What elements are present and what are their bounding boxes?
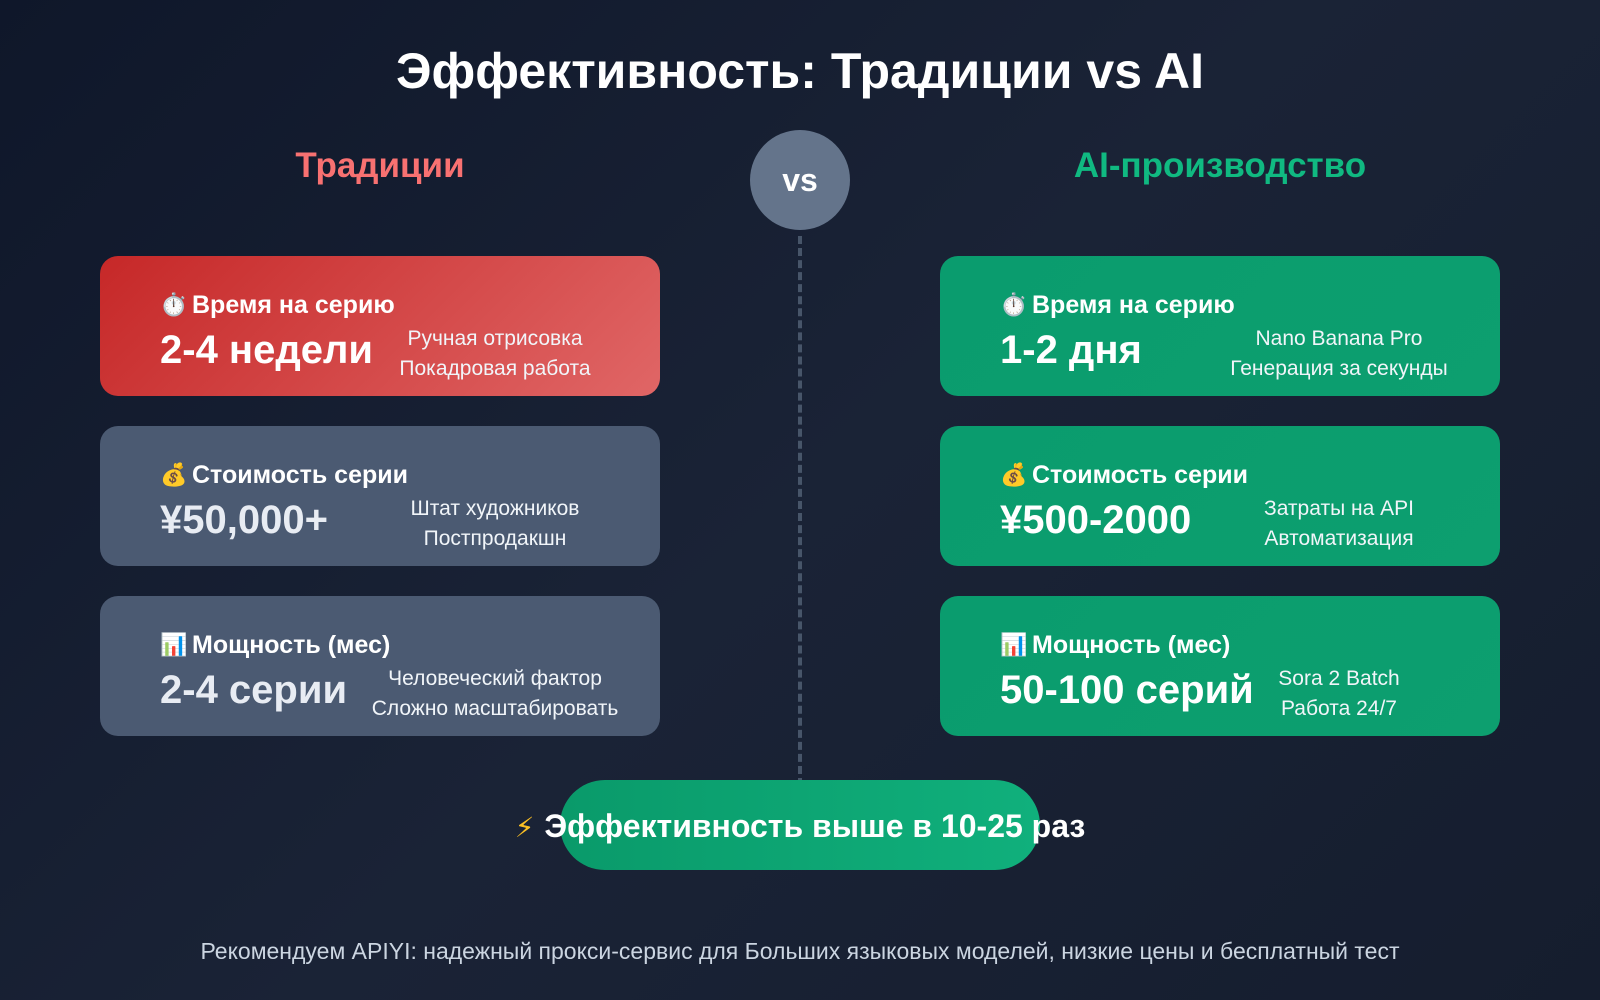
lightning-icon: ⚡ xyxy=(514,812,535,843)
center-dashed-divider xyxy=(798,236,802,786)
card-notes: Nano Banana Pro Генерация за секунды xyxy=(1204,324,1474,384)
card-value: ¥500-2000 xyxy=(1000,498,1192,542)
card-note: Работа 24/7 xyxy=(1280,697,1397,720)
card-notes: Ручная отрисовка Покадровая работа xyxy=(360,324,630,384)
summary-text: ⚡ Эффективность выше в 10-25 раз xyxy=(0,808,1600,845)
card-note: Штат художников xyxy=(410,497,580,520)
card-label: Время на серию xyxy=(192,290,395,319)
ai-cost-card: 💰 Стоимость серии ¥500-2000 Затраты на A… xyxy=(940,426,1500,566)
card-label: Время на серию xyxy=(1032,290,1235,319)
stopwatch-icon: ⏱️ xyxy=(1000,292,1028,317)
summary-pill xyxy=(560,780,1040,870)
traditional-column-heading: Традиции xyxy=(295,146,465,185)
money-bag-icon: 💰 xyxy=(160,462,188,487)
bar-chart-icon: 📊 xyxy=(160,632,188,657)
card-label: Стоимость серии xyxy=(1032,460,1248,489)
summary-label: Эффективность выше в 10-25 раз xyxy=(544,808,1086,844)
card-notes: Штат художников Постпродакшн xyxy=(360,494,630,554)
card-value: 1-2 дня xyxy=(1000,328,1142,372)
traditional-capacity-card: 📊 Мощность (мес) 2-4 серии Человеческий … xyxy=(100,596,660,736)
card-label: Мощность (мес) xyxy=(192,630,391,659)
traditional-time-card: ⏱️ Время на серию 2-4 недели Ручная отри… xyxy=(100,256,660,396)
footer-recommendation: Рекомендуем APIYI: надежный прокси-серви… xyxy=(200,938,1400,964)
card-note: Сложно масштабировать xyxy=(371,697,619,720)
traditional-cost-card: 💰 Стоимость серии ¥50,000+ Штат художник… xyxy=(100,426,660,566)
card-note: Покадровая работа xyxy=(399,357,591,380)
card-label: Стоимость серии xyxy=(192,460,408,489)
card-note: Человеческий фактор xyxy=(388,667,602,690)
money-bag-icon: 💰 xyxy=(1000,462,1028,487)
page-title: Эффективность: Традиции vs AI xyxy=(395,43,1205,99)
card-notes: Sora 2 Batch Работа 24/7 xyxy=(1204,664,1474,724)
card-label: Мощность (мес) xyxy=(1032,630,1231,659)
card-note: Затраты на API xyxy=(1264,497,1414,520)
card-note: Sora 2 Batch xyxy=(1278,667,1400,690)
card-note: Ручная отрисовка xyxy=(407,327,583,350)
card-notes: Затраты на API Автоматизация xyxy=(1204,494,1474,554)
bar-chart-icon: 📊 xyxy=(1000,632,1028,657)
stopwatch-icon: ⏱️ xyxy=(160,292,188,317)
card-note: Автоматизация xyxy=(1264,527,1414,550)
ai-column-heading: AI-производство xyxy=(1073,146,1367,185)
card-notes: Человеческий фактор Сложно масштабироват… xyxy=(360,664,630,724)
card-value: ¥50,000+ xyxy=(160,498,328,542)
vs-badge: vs xyxy=(750,130,850,230)
card-value: 50-100 серий xyxy=(1000,668,1254,712)
card-value: 2-4 серии xyxy=(160,668,348,712)
card-value: 2-4 недели xyxy=(160,328,373,372)
card-note: Nano Banana Pro xyxy=(1255,327,1423,350)
card-note: Постпродакшн xyxy=(423,527,567,550)
ai-time-card: ⏱️ Время на серию 1-2 дня Nano Banana Pr… xyxy=(940,256,1500,396)
card-note: Генерация за секунды xyxy=(1230,357,1448,380)
ai-capacity-card: 📊 Мощность (мес) 50-100 серий Sora 2 Bat… xyxy=(940,596,1500,736)
